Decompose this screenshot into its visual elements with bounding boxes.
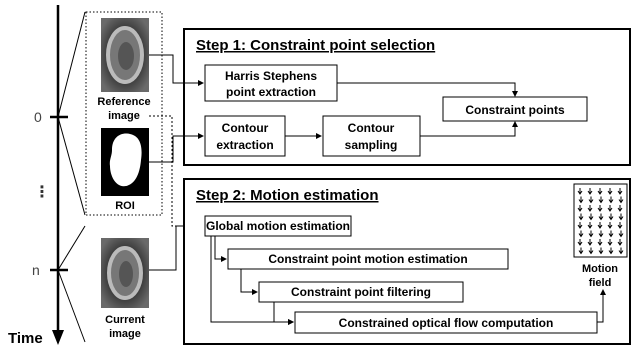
arrow-sampling-to-constraint [420, 121, 518, 137]
arrow-reference-to-harris [149, 54, 204, 86]
cp-motion-box [227, 248, 509, 270]
contour-sampling-box [322, 115, 421, 157]
motion-vector [578, 213, 584, 221]
motion-vector [607, 188, 613, 195]
current-image-cavity [119, 261, 133, 287]
motion-vector [608, 230, 614, 238]
funnel-line [57, 269, 86, 343]
contour-extraction-line1: Contour [222, 121, 269, 135]
motion-field-image [573, 183, 628, 258]
current-image-label-line2: image [109, 328, 141, 340]
motion-vector [577, 188, 583, 195]
constraint-points-label: Constraint points [465, 103, 565, 117]
arrow-global-to-opticalflow [210, 236, 294, 325]
arrow-cpmotion-to-filtering [240, 269, 258, 295]
timeline: 0 ⋮ n Time [8, 5, 86, 347]
motion-vector [588, 230, 594, 238]
motion-vector [577, 239, 583, 246]
cp-filtering-label: Constraint point filtering [291, 285, 431, 299]
motion-vector [587, 239, 593, 246]
roi-mask-shape [109, 133, 142, 187]
step1-panel: Step 1: Constraint point selection Harri… [183, 28, 631, 166]
arrow-harris-to-constraint [337, 82, 518, 97]
motion-vector [598, 247, 604, 255]
motion-field-vectors [577, 188, 624, 255]
motion-vector [598, 196, 604, 204]
motion-vector [597, 222, 603, 229]
motion-vector [617, 239, 623, 246]
motion-vector [588, 213, 594, 221]
roi-mask-image [101, 128, 149, 196]
time-ellipsis: ⋮ [34, 184, 50, 201]
motion-vector [617, 222, 623, 229]
motion-vector [588, 247, 594, 255]
contour-extraction-box [204, 115, 286, 157]
step2-panel: Step 2: Motion estimation Global motion … [183, 178, 631, 345]
cp-filtering-box [258, 281, 464, 303]
arrow-filtering-to-opticalflow [273, 302, 294, 325]
reference-roi-group: Reference image ROI [85, 11, 163, 216]
motion-vector [607, 239, 613, 246]
motion-vector [618, 230, 624, 238]
reference-image-label-line2: image [108, 110, 140, 122]
motion-vector [617, 205, 623, 212]
harris-stephens-line2: point extraction [226, 85, 316, 99]
funnel-line [57, 116, 86, 216]
global-motion-label: Global motion estimation [206, 219, 350, 233]
motion-field-label-line1: Motion [582, 263, 618, 275]
reference-roi-dotted-frame [85, 11, 163, 216]
motion-vector [587, 205, 593, 212]
contour-sampling-line2: sampling [345, 138, 398, 152]
motion-vector [588, 196, 594, 204]
motion-vector [598, 213, 604, 221]
contour-extraction-line2: extraction [216, 138, 273, 152]
motion-vector [578, 230, 584, 238]
motion-vector [577, 222, 583, 229]
constraint-points-box [442, 96, 588, 122]
motion-vector [577, 205, 583, 212]
tick-n-label: n [32, 262, 40, 278]
motion-vector [618, 213, 624, 221]
funnel-line [57, 225, 86, 271]
roi-label: ROI [115, 200, 135, 212]
reference-image [101, 18, 149, 92]
motion-vector [608, 213, 614, 221]
arrow-opticalflow-to-field [597, 289, 606, 323]
tick-0-label: 0 [34, 109, 42, 125]
motion-vector [608, 247, 614, 255]
motion-vector [578, 247, 584, 255]
current-image-label-line1: Current [105, 314, 145, 326]
motion-vector [607, 205, 613, 212]
reference-image-cavity [118, 42, 134, 70]
motion-vector [578, 196, 584, 204]
motion-vector [608, 196, 614, 204]
motion-vector [597, 205, 603, 212]
contour-sampling-line1: Contour [348, 121, 395, 135]
motion-field-label-line2: field [589, 277, 612, 289]
harris-stephens-line1: Harris Stephens [225, 69, 317, 83]
arrow-global-to-cpmotion [214, 236, 227, 262]
motion-vector [618, 196, 624, 204]
time-axis-arrowhead [52, 330, 64, 345]
motion-vector [618, 247, 624, 255]
step2-title: Step 2: Motion estimation [196, 187, 379, 204]
motion-vector [617, 188, 623, 195]
cp-motion-label: Constraint point motion estimation [268, 252, 467, 266]
optical-flow-label: Constrained optical flow computation [339, 316, 554, 330]
current-image-group: Current image [101, 238, 149, 340]
time-axis-label: Time [8, 330, 43, 347]
motion-vector [597, 239, 603, 246]
arrow-roi-to-contour [149, 133, 204, 163]
funnel-line [57, 11, 86, 118]
motion-vector [598, 230, 604, 238]
step1-title: Step 1: Constraint point selection [196, 37, 435, 54]
motion-vector [607, 222, 613, 229]
reference-image-label-line1: Reference [97, 96, 150, 108]
motion-vector [597, 188, 603, 195]
motion-vector [587, 222, 593, 229]
motion-vector [587, 188, 593, 195]
global-motion-box [204, 215, 352, 237]
